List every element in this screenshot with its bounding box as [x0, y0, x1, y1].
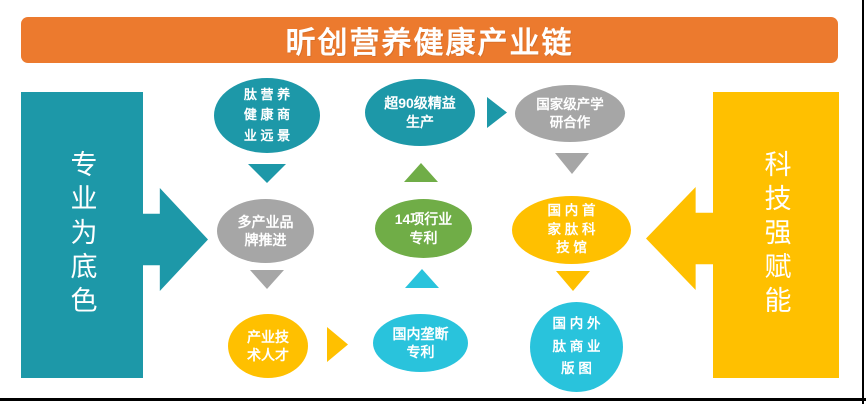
node-industry-patents-14: 14项行业 专利: [375, 199, 472, 258]
bottom-border-line: [0, 398, 866, 401]
node-domestic-monopoly-patent: 国内垄断 专利: [373, 314, 468, 372]
arrow-down-icon: [556, 271, 590, 291]
node-first-domestic-peptide-science-museum: 国 内 首 家 肽 科 技 馆: [512, 196, 631, 264]
node-over-90-grade-lean-production: 超90级精益 生产: [365, 79, 475, 146]
node-industry-technical-talent: 产业技 术人才: [228, 314, 308, 378]
arrow-right-icon: [487, 97, 507, 128]
node-multi-industry-brand-promotion: 多产业品 牌推进: [217, 199, 314, 263]
right-theme-block: 科技强赋能: [713, 92, 839, 378]
node-national-industry-academia-research-cooperation: 国家级产学 研合作: [515, 85, 625, 142]
right-theme-label: 科技强赋能: [760, 150, 791, 320]
arrow-right-icon: [327, 327, 348, 362]
title-banner: 昕创营养健康产业链: [21, 17, 838, 63]
arrow-down-icon: [248, 164, 286, 183]
arrow-up-icon: [405, 269, 439, 288]
arrow-down-icon: [555, 153, 589, 174]
right-border-line: [862, 0, 864, 404]
node-peptide-nutrition-health-vision: 肽 营 养 健 康 商 业 远 景: [214, 78, 320, 153]
left-block-arrow-right-icon: [142, 188, 208, 291]
left-theme-label: 专业为底色: [66, 150, 97, 320]
arrow-up-icon: [404, 163, 438, 182]
right-block-arrow-left-icon: [646, 187, 714, 290]
arrow-down-icon: [250, 270, 284, 289]
page-title: 昕创营养健康产业链: [285, 27, 574, 60]
left-theme-block: 专业为底色: [21, 92, 143, 378]
node-domestic-overseas-peptide-business-map: 国 内 外 肽 商 业 版 图: [530, 302, 623, 392]
